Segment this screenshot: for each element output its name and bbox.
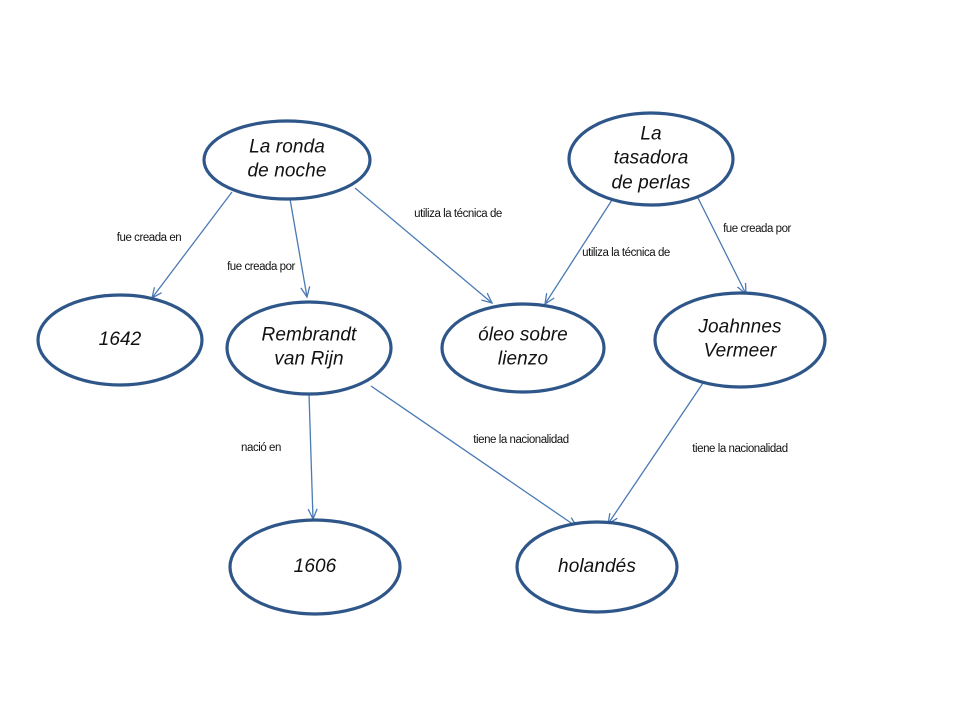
edge-label: tiene la nacionalidad — [473, 434, 569, 446]
edge-vermeer-holandes — [607, 382, 704, 526]
node-ellipse-rembrandt[interactable] — [225, 300, 393, 396]
arrow-head-icon — [481, 292, 494, 305]
node-ellipse-anio1642[interactable] — [36, 293, 204, 387]
edge-tasadora-vermeer — [696, 195, 747, 296]
edge-line — [308, 393, 314, 520]
edge-label: fue creada por — [723, 223, 791, 235]
edge-label: fue creada en — [116, 232, 182, 244]
edge-rembrandt-1606 — [307, 393, 318, 521]
edge-label: utiliza la técnica de — [582, 247, 670, 259]
edge-line — [289, 198, 308, 298]
node-ellipse-vermeer[interactable] — [653, 291, 827, 389]
edge-line — [354, 187, 493, 304]
edge-label: nació en — [241, 442, 281, 454]
arrow-head-icon — [300, 286, 311, 299]
node-ellipse-anio1606[interactable] — [228, 518, 402, 616]
edge-ronda-1642 — [151, 191, 233, 300]
edge-line — [370, 385, 578, 528]
node-ellipse-ronda[interactable] — [202, 119, 372, 201]
node-ellipse-holandes[interactable] — [515, 520, 679, 614]
edge-label: fue creada por — [227, 261, 295, 273]
edge-ronda-rembrandt — [289, 198, 311, 299]
edge-rembrandt-holandes — [370, 385, 579, 528]
node-ellipse-tasadora[interactable] — [567, 111, 735, 207]
edge-line — [544, 199, 613, 305]
edge-label: utiliza la técnica de — [414, 208, 502, 220]
nodes-layer — [36, 111, 827, 616]
edge-ronda-oleo — [354, 187, 494, 305]
arrow-head-icon — [544, 293, 555, 306]
edge-line — [151, 191, 233, 299]
edge-label: tiene la nacionalidad — [692, 443, 788, 455]
node-ellipse-oleo[interactable] — [440, 302, 606, 394]
edge-line — [607, 382, 704, 525]
edge-line — [696, 195, 747, 295]
